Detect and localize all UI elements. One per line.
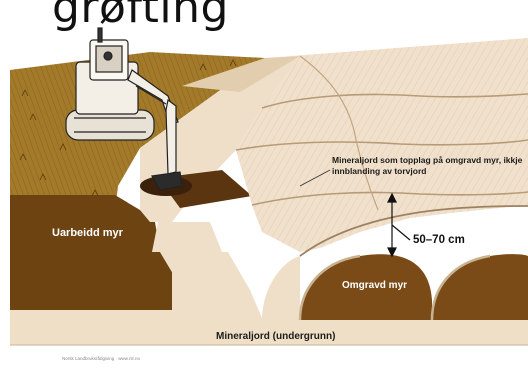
uncultivated-peat-layer [10,252,172,310]
diagram-title: grøfting [52,0,229,33]
label-depth-dimension: 50–70 cm [413,234,465,246]
topsoil-leader-line [299,169,331,187]
label-uarbeidd-myr: Uarbeidd myr [52,227,123,239]
uncultivated-peat-front [10,195,160,252]
image-credit: Norsk Landbruksrådgiving · www.nlr.no [62,356,141,361]
grass-texture [19,59,237,197]
label-mineraljord-undergrunn: Mineraljord (undergrunn) [216,331,336,342]
label-omgravd-myr: Omgravd myr [342,280,408,291]
excavator [65,27,183,191]
reworked-peat-layer [300,254,432,320]
mineral-subsoil-layer [10,310,528,345]
label-mineraljord-topplag: Mineraljord som topplag på omgravd myr, … [332,155,523,176]
depth-dimension-arrow [387,192,411,258]
